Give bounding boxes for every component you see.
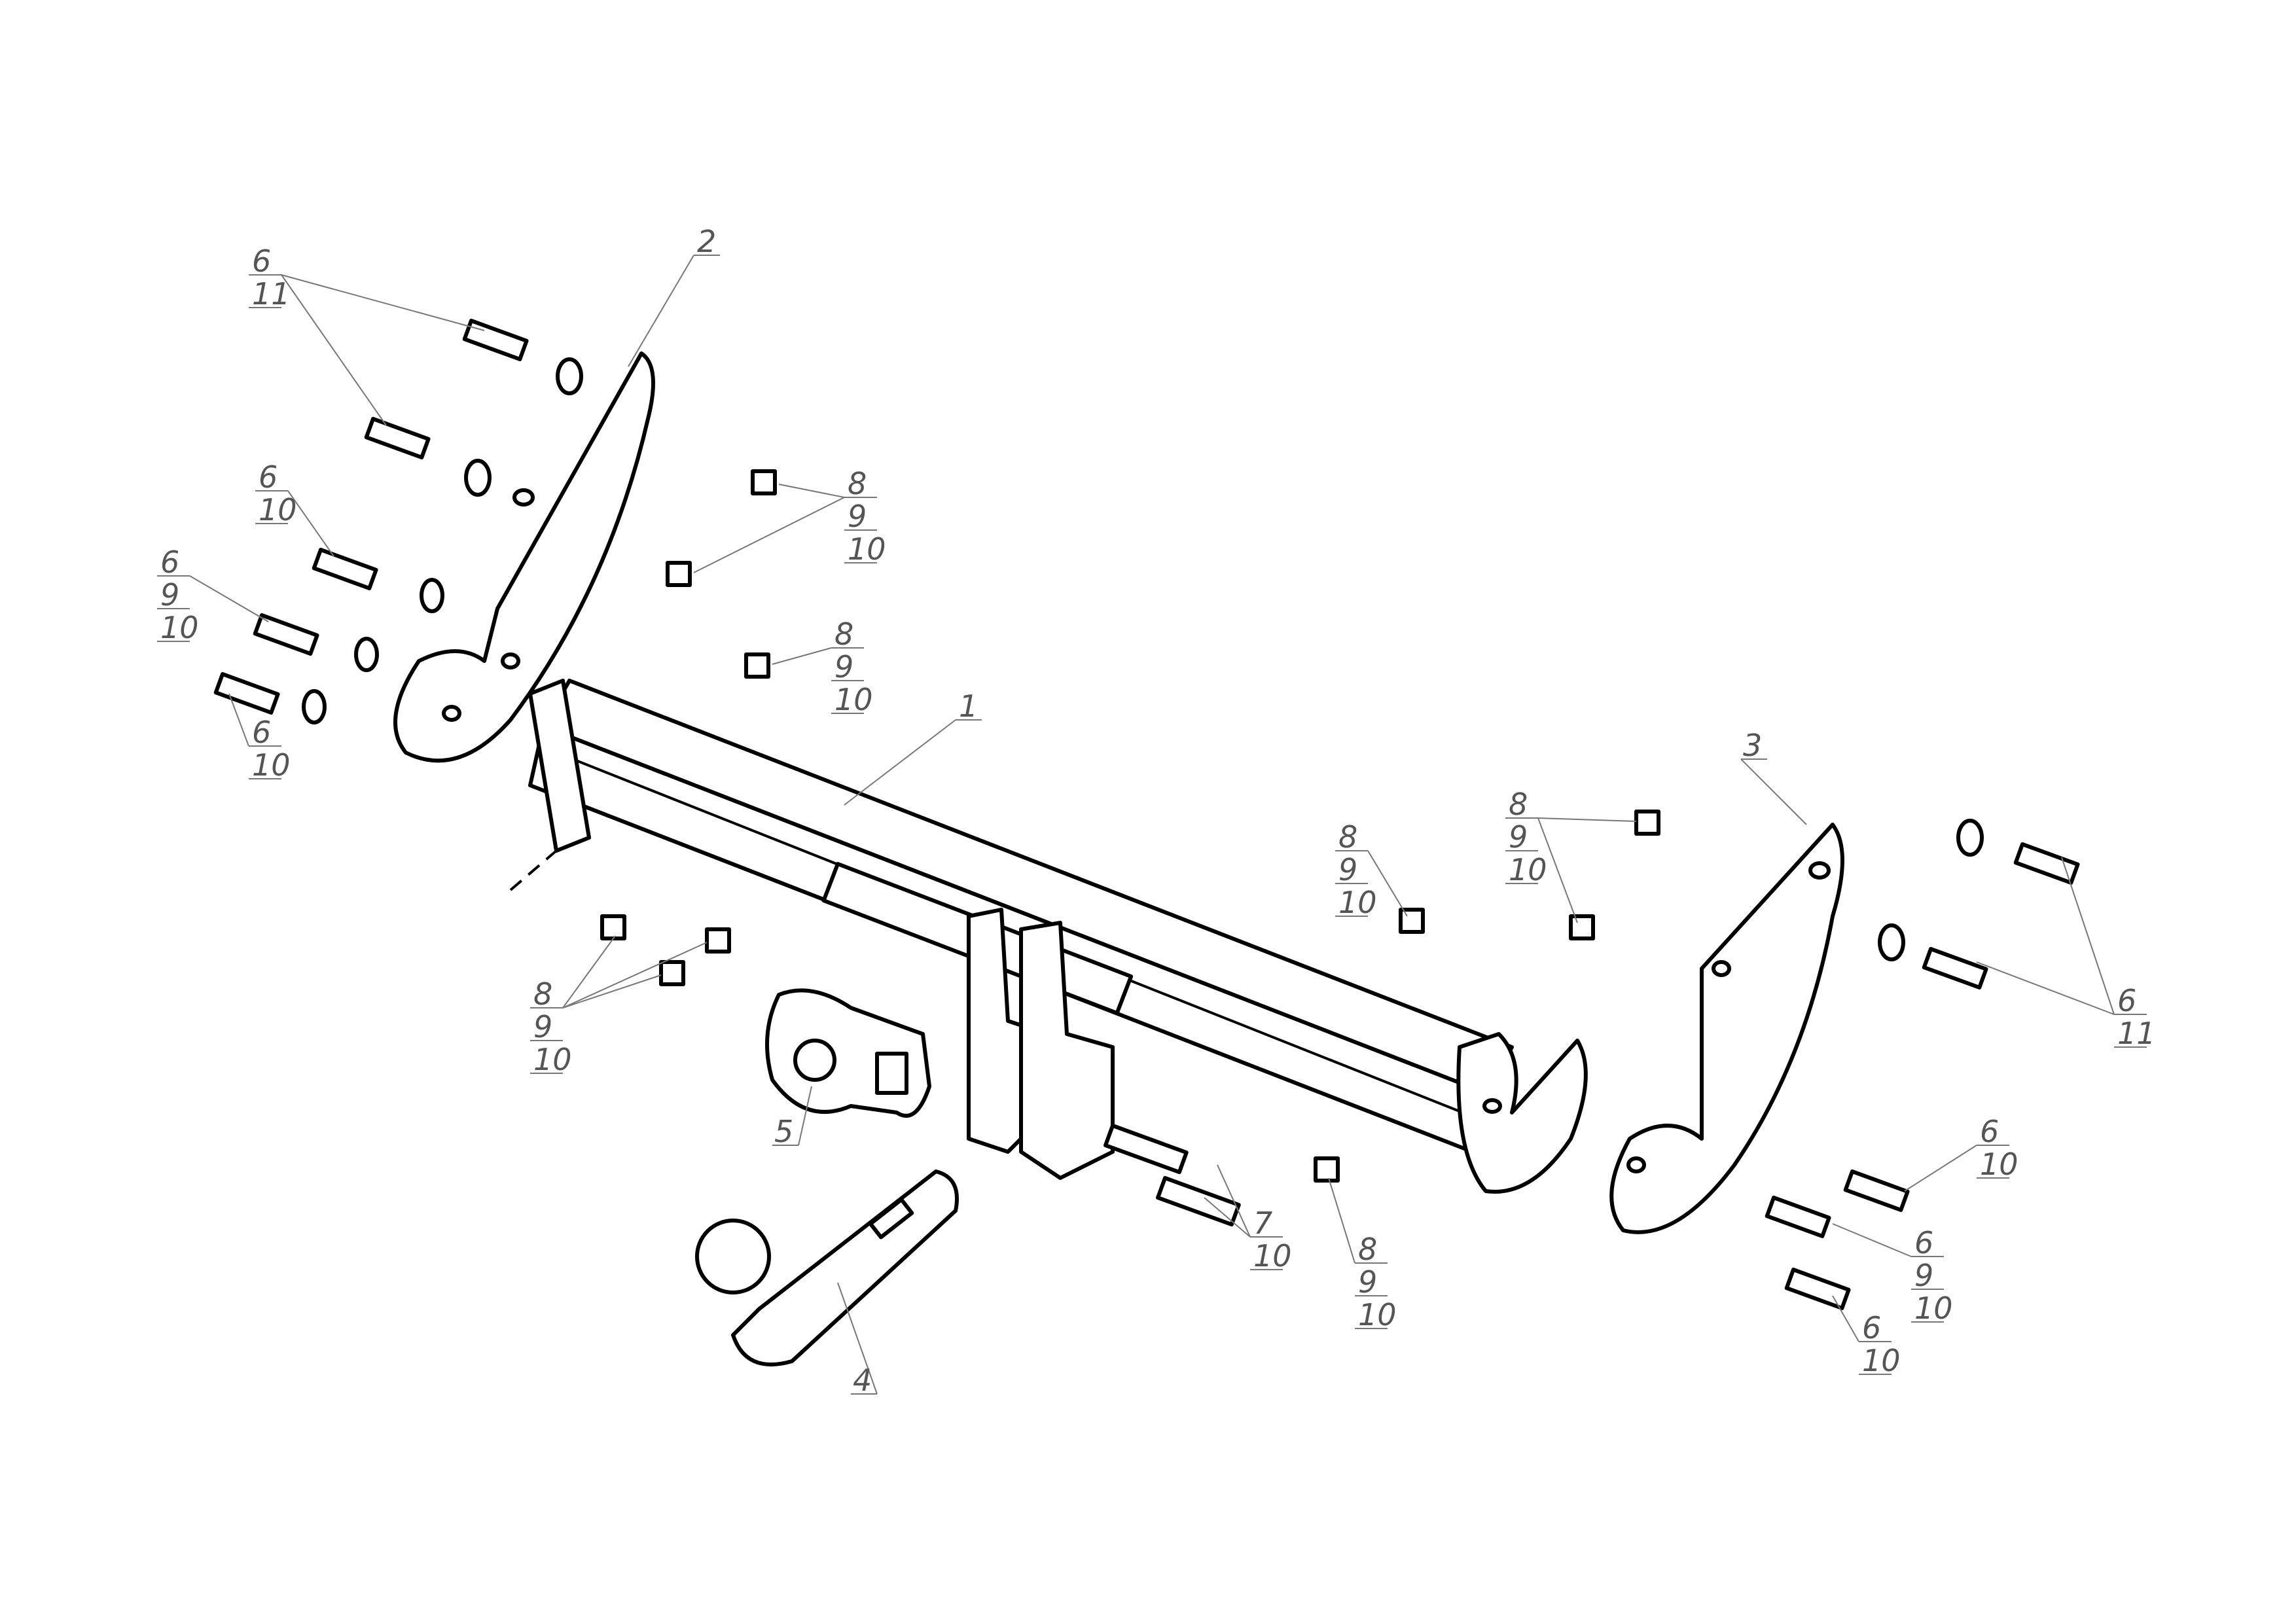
callout-number: 1 bbox=[959, 688, 978, 724]
callout-number: 7 bbox=[1253, 1205, 1272, 1241]
callout-l: 6 11 bbox=[1976, 857, 2156, 1051]
callout-e: 8 9 10 bbox=[693, 466, 886, 573]
callout-f: 8 9 10 bbox=[772, 616, 873, 717]
callout-number: 6 bbox=[1914, 1225, 1933, 1260]
callout-number: 6 bbox=[160, 544, 179, 580]
callout-number: 9 bbox=[1358, 1264, 1377, 1300]
socket-plate-part-5 bbox=[765, 988, 931, 1118]
callout-number: 5 bbox=[774, 1114, 793, 1149]
callout-part-2: 2 bbox=[628, 224, 720, 367]
callout-number: 9 bbox=[1509, 819, 1528, 855]
callout-number: 8 bbox=[1338, 819, 1357, 855]
callout-i: 8 9 10 bbox=[1505, 787, 1637, 923]
callout-number: 8 bbox=[848, 466, 867, 501]
tow-ball-part-4 bbox=[695, 1169, 959, 1366]
callout-number: 8 bbox=[533, 976, 552, 1012]
callout-number: 10 bbox=[1914, 1291, 1953, 1326]
callout-number: 8 bbox=[1509, 787, 1528, 822]
callout-number: 9 bbox=[848, 499, 867, 534]
callout-number: 10 bbox=[1338, 885, 1377, 920]
callout-c: 6 9 10 bbox=[157, 544, 269, 645]
callout-number: 10 bbox=[1358, 1297, 1397, 1332]
callout-m: 6 10 bbox=[1904, 1114, 2018, 1192]
callout-number: 9 bbox=[533, 1009, 552, 1044]
callout-g: 8 9 10 bbox=[530, 935, 708, 1077]
callout-number: 10 bbox=[1980, 1147, 2018, 1182]
callout-number: 6 bbox=[2117, 983, 2136, 1018]
callout-number: 9 bbox=[834, 649, 853, 685]
callout-number: 10 bbox=[252, 747, 291, 783]
callout-number: 10 bbox=[1509, 852, 1547, 887]
callout-number: 10 bbox=[160, 610, 199, 645]
callout-number: 6 bbox=[1862, 1310, 1881, 1346]
left-bracket-part-2 bbox=[393, 351, 655, 763]
callout-number: 6 bbox=[1980, 1114, 1999, 1149]
callout-number: 6 bbox=[252, 243, 271, 279]
callout-part-1: 1 bbox=[844, 688, 982, 806]
callout-number: 6 bbox=[252, 715, 271, 750]
callout-number: 10 bbox=[533, 1042, 572, 1077]
callout-h: 8 9 10 bbox=[1335, 819, 1408, 920]
callout-j: 7 10 bbox=[1204, 1164, 1292, 1274]
callout-number: 10 bbox=[259, 492, 297, 527]
callout-o: 6 10 bbox=[1832, 1295, 1901, 1378]
callout-part-5: 5 bbox=[772, 1086, 812, 1149]
callout-number: 10 bbox=[848, 531, 886, 567]
callout-number: 2 bbox=[697, 224, 716, 259]
beam-end-plate-right bbox=[1456, 1032, 1588, 1194]
callout-number: 10 bbox=[1862, 1343, 1901, 1378]
callout-number: 11 bbox=[252, 276, 291, 312]
callout-a: 6 11 bbox=[249, 243, 485, 426]
right-bracket-part-3 bbox=[1609, 823, 1844, 1234]
callout-number: 8 bbox=[834, 616, 853, 652]
callout-number: 9 bbox=[1338, 852, 1357, 887]
callout-b: 6 10 bbox=[255, 459, 334, 557]
callout-number: 10 bbox=[1253, 1238, 1292, 1274]
callout-number: 8 bbox=[1358, 1232, 1377, 1267]
callout-n: 6 9 10 bbox=[1832, 1223, 1953, 1326]
callout-number: 10 bbox=[834, 682, 873, 717]
callout-number: 11 bbox=[2117, 1016, 2156, 1051]
callout-k: 8 9 10 bbox=[1328, 1177, 1397, 1332]
callout-number: 3 bbox=[1743, 728, 1762, 763]
callout-number: 6 bbox=[259, 459, 278, 495]
fasteners bbox=[213, 318, 2080, 1310]
callout-d: 6 10 bbox=[228, 693, 291, 783]
callout-part-3: 3 bbox=[1740, 728, 1807, 825]
callout-number: 9 bbox=[160, 577, 179, 613]
center-mounting-plates bbox=[967, 908, 1115, 1180]
callout-part-4: 4 bbox=[837, 1282, 878, 1398]
callout-number: 4 bbox=[853, 1363, 872, 1398]
callout-number: 9 bbox=[1914, 1258, 1933, 1293]
